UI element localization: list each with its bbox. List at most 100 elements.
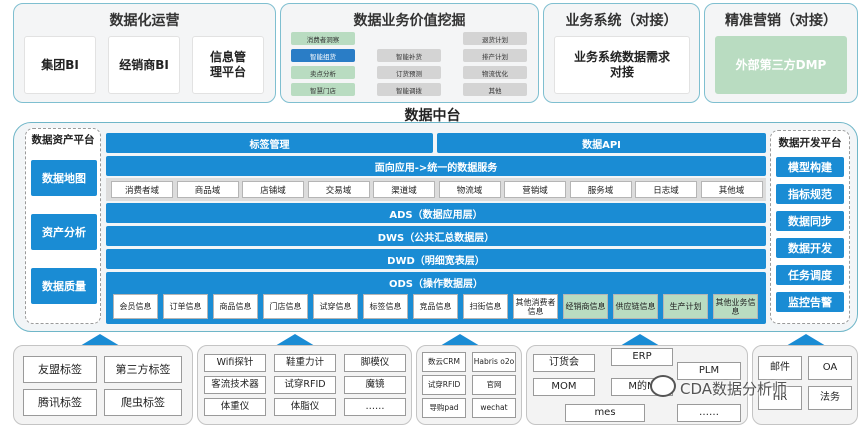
asset-btn-data-map[interactable]: 数据地图 [31,160,97,196]
value-chip-mid-0[interactable]: 智能补货 [377,49,441,62]
device-5[interactable]: 魔镜 [344,376,406,394]
ods-source-12[interactable]: 其他业务信息 [713,294,758,319]
watermark-text: CDA数据分析师 [680,380,788,398]
ods-source-11[interactable]: 生产计划 [663,294,708,319]
value-chip-left-1[interactable]: 智能组货 [291,49,355,62]
biz-sys-0[interactable]: 订货会 [533,354,595,372]
precision-marketing-title: 精准营销（对接） [725,13,837,29]
ops-box-group-bi[interactable]: 集团BI [24,36,96,94]
domain-8[interactable]: 日志域 [635,181,697,198]
domain-0[interactable]: 消费者域 [111,181,173,198]
device-source-panel: Wifi探针鞋重力计脚模仪客流技术器试穿RFID 魔镜体重仪体脂仪 …… [197,345,412,425]
domain-6[interactable]: 营销域 [504,181,566,198]
data-ops-panel: 数据化运营 集团BI 经销商BI 信息管理平台 [13,3,276,103]
biz-sys-6[interactable]: …… [677,404,741,422]
device-1[interactable]: 鞋重力计 [274,354,336,372]
value-chip-right-0[interactable]: 退货计划 [463,32,527,45]
dev-btn-monitor-alert[interactable]: 监控告警 [776,292,844,312]
value-chip-left-2[interactable]: 卖点分析 [291,66,355,79]
value-chip-right-1[interactable]: 排产计划 [463,49,527,62]
ods-source-10[interactable]: 供应链信息 [613,294,658,319]
ods-source-0[interactable]: 会员信息 [113,294,158,319]
data-middle-platform-title: 数据中台 [404,108,461,124]
biz-sys-1[interactable]: ERP [611,348,673,366]
value-chip-mid-1[interactable]: 订货预测 [377,66,441,79]
dws-layer-bar[interactable]: DWS（公共汇总数据层） [106,226,766,246]
domain-5[interactable]: 物流域 [438,181,501,198]
ods-source-1[interactable]: 订单信息 [163,294,208,319]
domain-2[interactable]: 店铺域 [242,181,304,198]
ods-source-4[interactable]: 试穿信息 [313,294,358,319]
ops-box-info-platform[interactable]: 信息管理平台 [192,36,264,94]
store-sys-0[interactable]: 数云CRM [422,352,466,372]
domain-3[interactable]: 交易域 [307,181,370,198]
store-sys-1[interactable]: Habris o2o [472,352,516,372]
data-api-bar[interactable]: 数据API [437,133,766,153]
data-ops-title: 数据化运营 [109,13,180,29]
tag-management-bar[interactable]: 标签管理 [106,133,433,153]
device-6[interactable]: 体重仪 [204,398,266,416]
dev-btn-data-dev[interactable]: 数据开发 [776,238,844,258]
biz-sys-3[interactable]: MOM [533,378,595,396]
value-mining-panel: 数据业务价值挖掘 消费者洞察智能组货卖点分析智慧门店智能补货订货预测智能调拨退货… [280,3,539,103]
dev-btn-metric-spec[interactable]: 指标规范 [776,184,844,204]
asset-btn-asset-analysis[interactable]: 资产分析 [31,214,97,250]
tag-crawler[interactable]: 爬虫标签 [104,389,182,416]
tag-tencent[interactable]: 腾讯标签 [23,389,97,416]
ods-source-9[interactable]: 经销商信息 [563,294,608,319]
dev-btn-model-build[interactable]: 模型构建 [776,157,844,177]
value-chip-mid-2[interactable]: 智能调拨 [377,83,441,96]
device-2[interactable]: 脚模仪 [344,354,406,372]
ods-source-7[interactable]: 扫街信息 [463,294,508,319]
ods-source-5[interactable]: 标签信息 [363,294,408,319]
device-4[interactable]: 试穿RFID [274,376,336,394]
ads-layer-bar[interactable]: ADS（数据应用层） [106,203,766,223]
dev-platform-title: 数据开发平台 [778,137,842,149]
device-8[interactable]: …… [344,398,406,416]
biz-system-box[interactable]: 业务系统数据需求对接 [554,36,690,94]
dev-btn-data-sync[interactable]: 数据同步 [776,211,844,231]
ods-source-2[interactable]: 商品信息 [213,294,258,319]
unified-data-service-bar[interactable]: 面向应用->统一的数据服务 [106,156,766,176]
domain-9[interactable]: 其他域 [700,181,763,198]
ods-source-6[interactable]: 竞品信息 [413,294,458,319]
up-arrow-tags [80,334,120,346]
value-chip-right-3[interactable]: 其他 [463,83,527,96]
device-7[interactable]: 体脂仪 [274,398,336,416]
store-sys-3[interactable]: 官网 [472,375,516,395]
store-sys-2[interactable]: 试穿RFID [422,375,466,395]
ods-source-8[interactable]: 其他消费者信息 [513,294,558,319]
domain-4[interactable]: 渠道域 [373,181,435,198]
office-sys-1[interactable]: OA [808,356,852,380]
biz-system-title: 业务系统（对接） [565,13,678,29]
office-sys-0[interactable]: 邮件 [758,356,802,380]
tag-source-panel: 友盟标签 第三方标签 腾讯标签 爬虫标签 [13,345,193,425]
dmp-box-label: 外部第三方DMP [735,57,827,72]
biz-sys-2[interactable]: PLM [677,362,741,380]
dwd-layer-bar[interactable]: DWD（明细宽表层） [106,249,766,269]
store-sys-5[interactable]: wechat [472,398,516,418]
tag-umeng[interactable]: 友盟标签 [23,356,97,383]
info-platform-label: 信息管理平台 [209,50,246,79]
domain-7[interactable]: 服务域 [569,181,632,198]
dmp-box[interactable]: 外部第三方DMP [715,36,847,94]
device-0[interactable]: Wifi探针 [204,354,266,372]
value-chip-left-3[interactable]: 智慧门店 [291,83,355,96]
up-arrow-office [786,334,826,346]
domain-1[interactable]: 商品域 [176,181,239,198]
value-chip-left-0[interactable]: 消费者洞察 [291,32,355,45]
dev-btn-task-schedule[interactable]: 任务调度 [776,265,844,285]
device-3[interactable]: 客流技术器 [204,376,266,394]
value-chip-right-2[interactable]: 物流优化 [463,66,527,79]
office-sys-2[interactable]: HR [758,386,802,410]
asset-btn-data-quality[interactable]: 数据质量 [31,268,97,304]
biz-sys-5[interactable]: mes [565,404,645,422]
tag-third-party[interactable]: 第三方标签 [104,356,182,383]
ops-box-dealer-bi[interactable]: 经销商BI [108,36,180,94]
up-arrow-systems [620,334,660,346]
biz-system-box-label: 业务系统数据需求对接 [573,50,670,79]
office-sys-3[interactable]: 法务 [808,386,852,410]
ods-source-3[interactable]: 门店信息 [263,294,308,319]
store-sys-4[interactable]: 导购pad [422,398,466,418]
